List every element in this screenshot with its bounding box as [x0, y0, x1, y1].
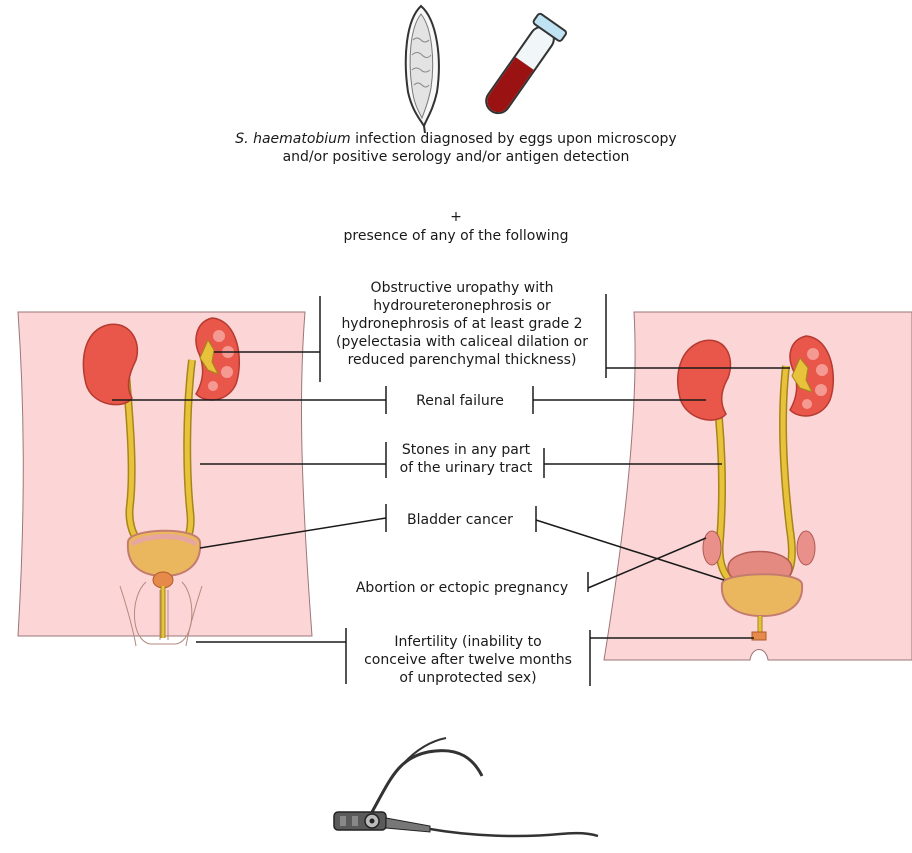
- renal-failure-label: Renal failure: [390, 392, 530, 410]
- species-name: S. haematobium: [235, 131, 350, 147]
- diagnosis-caption: S. haematobium infection diagnosed by eg…: [196, 130, 716, 166]
- schistosoma-egg-icon: [406, 6, 439, 133]
- infertility-label: Infertility (inability to conceive after…: [350, 633, 586, 687]
- blood-test-tube-icon: [477, 13, 567, 121]
- male-body: [18, 312, 312, 646]
- diagnosis-line-1: infection diagnosed by eggs upon microsc…: [351, 131, 677, 147]
- plus-sign: +: [436, 208, 476, 226]
- obstructive-uropathy-label: Obstructive uropathy with hydroureterone…: [312, 279, 612, 369]
- stones-label: Stones in any part of the urinary tract: [376, 441, 556, 477]
- presence-heading: presence of any of the following: [296, 227, 616, 245]
- abortion-ectopic-label: Abortion or ectopic pregnancy: [340, 579, 584, 597]
- bladder-cancer-label: Bladder cancer: [390, 511, 530, 529]
- diagnosis-line-2: and/or positive serology and/or antigen …: [196, 148, 716, 166]
- female-body: [604, 312, 912, 660]
- cystoscope-icon: [334, 738, 598, 836]
